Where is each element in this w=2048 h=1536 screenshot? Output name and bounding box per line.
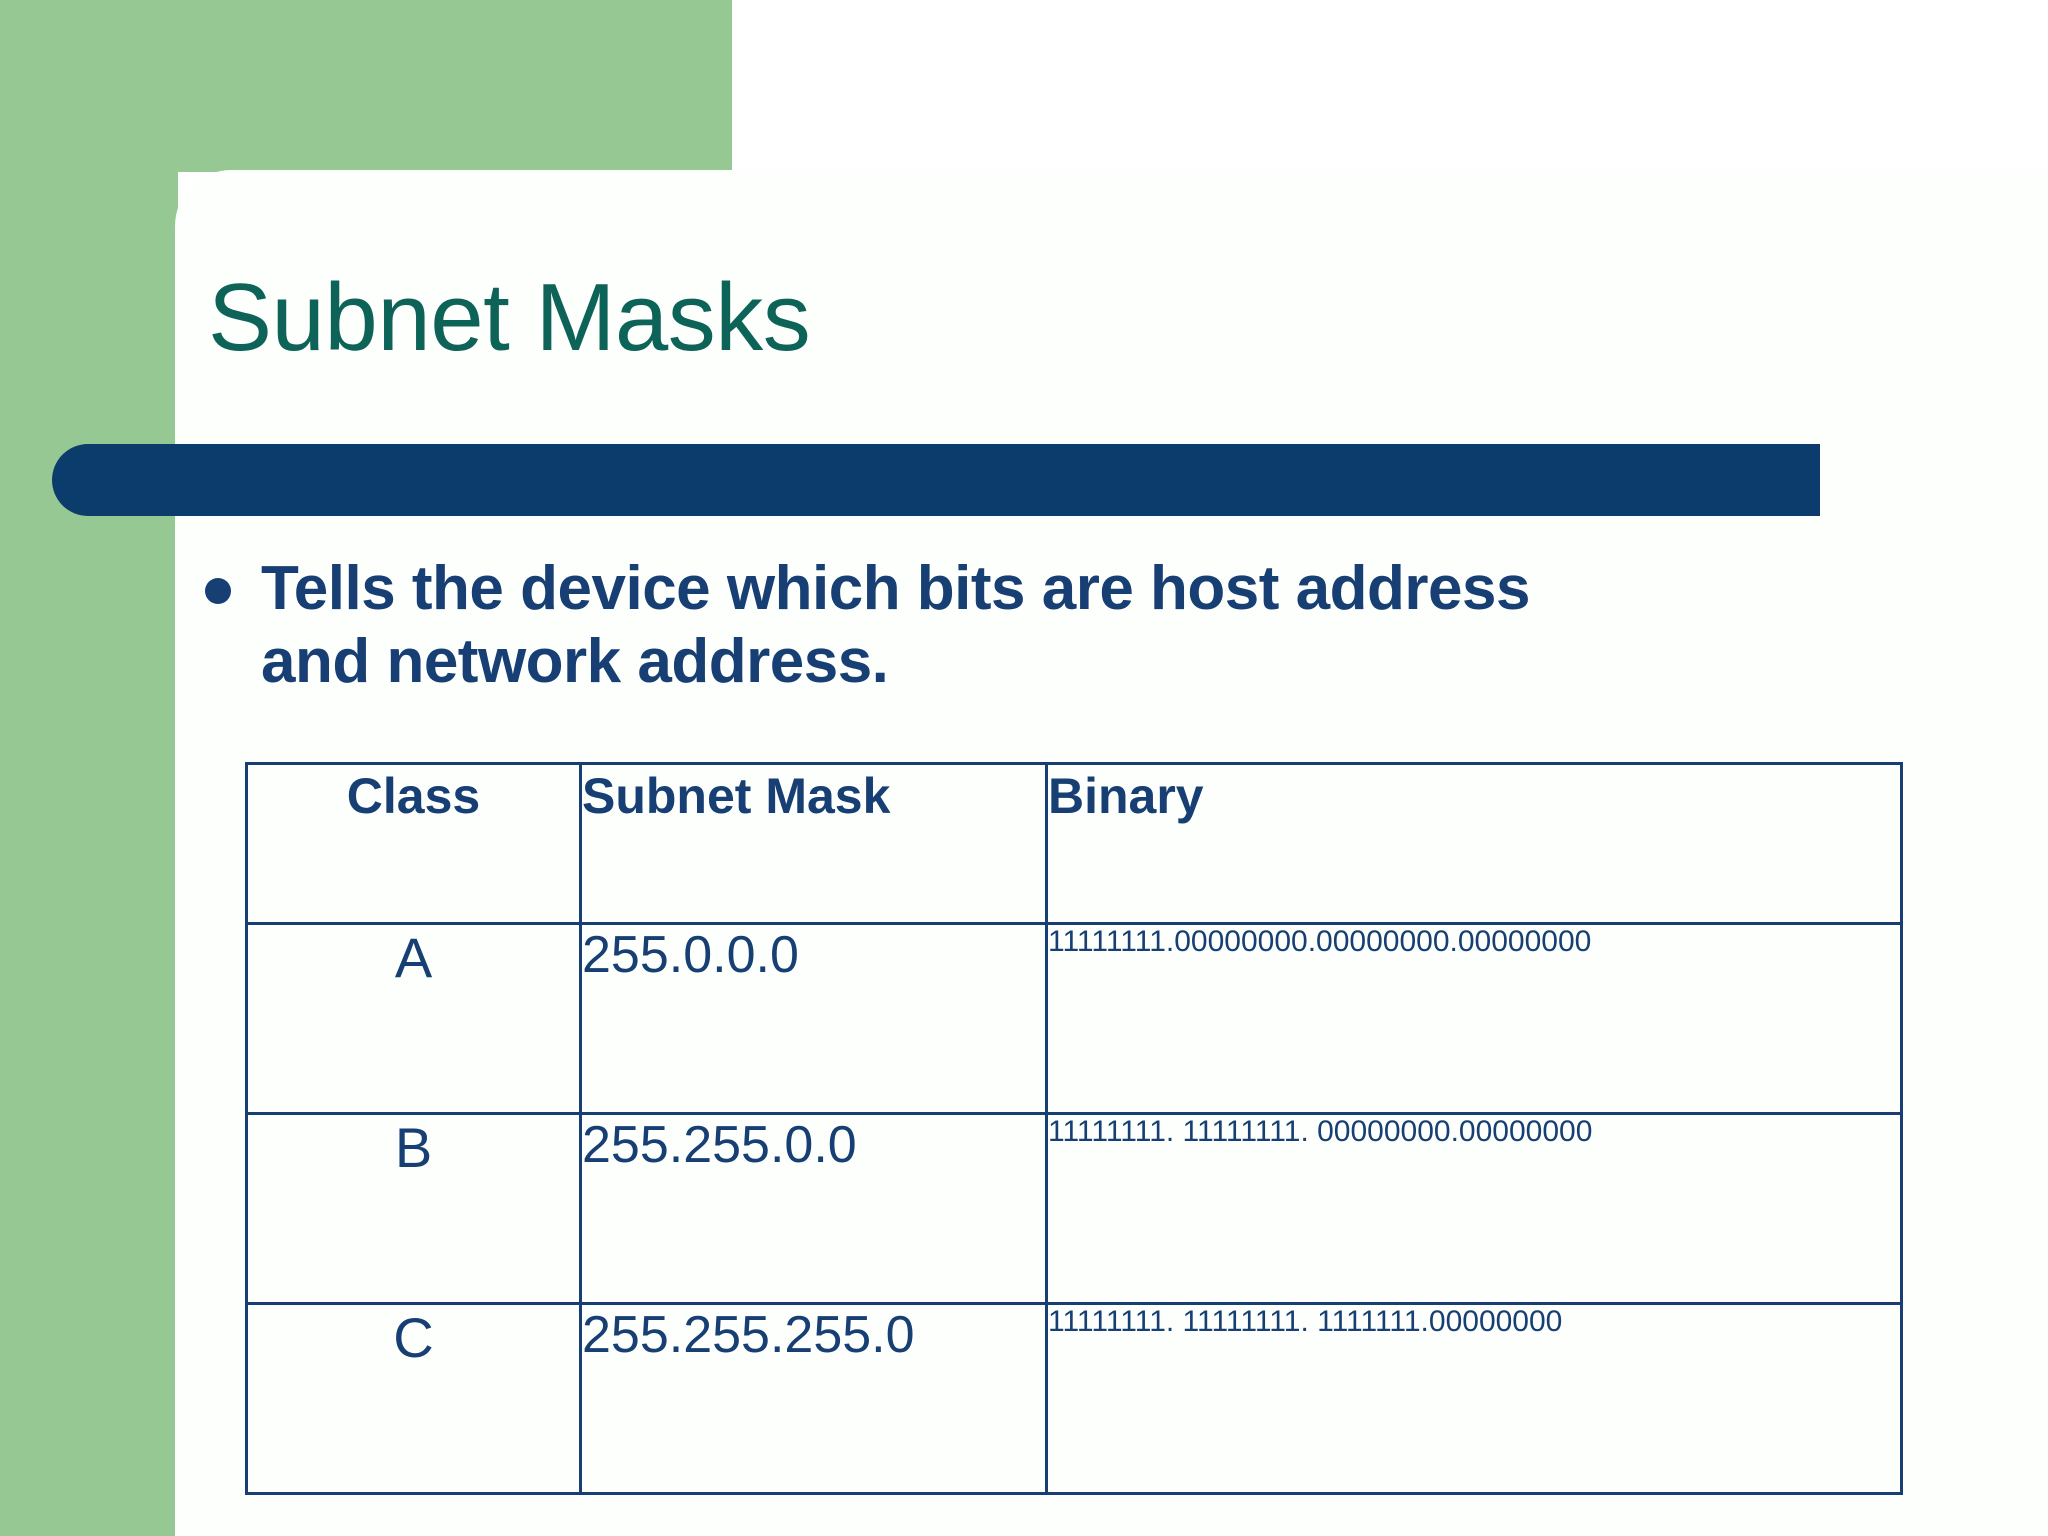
cell-binary-a: 11111111.00000000.00000000.00000000: [1045, 922, 1903, 1115]
bullet-item: Tells the device which bits are host add…: [205, 552, 1605, 698]
cell-class-a: A: [245, 922, 582, 1115]
cell-subnet-mask-c: 255.255.255.0: [579, 1302, 1048, 1495]
subnet-mask-table: Class Subnet Mask Binary A 255.0.0.0 111…: [245, 762, 1903, 1495]
table-row: B 255.255.0.0 11111111. 11111111. 000000…: [245, 1112, 1903, 1305]
page-title: Subnet Masks: [208, 264, 811, 371]
bullet-text: Tells the device which bits are host add…: [261, 554, 1530, 697]
cell-subnet-mask-a: 255.0.0.0: [579, 922, 1048, 1115]
table-header-row: Class Subnet Mask Binary: [245, 762, 1903, 925]
green-header-block: [0, 0, 732, 172]
cell-subnet-mask-b: 255.255.0.0: [579, 1112, 1048, 1305]
bullet-dot-icon: [205, 578, 231, 604]
cell-binary-c: 11111111. 11111111. 1111111.00000000: [1045, 1302, 1903, 1495]
table-row: C 255.255.255.0 11111111. 11111111. 1111…: [245, 1302, 1903, 1495]
navy-accent-bar: [52, 444, 1820, 516]
cell-class-c: C: [245, 1302, 582, 1495]
green-side-rail: [0, 0, 178, 1536]
column-header-binary: Binary: [1045, 762, 1903, 925]
column-header-class: Class: [245, 762, 582, 925]
cell-class-b: B: [245, 1112, 582, 1305]
cell-binary-b: 11111111. 11111111. 00000000.00000000: [1045, 1112, 1903, 1305]
column-header-subnet-mask: Subnet Mask: [579, 762, 1048, 925]
table-row: A 255.0.0.0 11111111.00000000.00000000.0…: [245, 922, 1903, 1115]
